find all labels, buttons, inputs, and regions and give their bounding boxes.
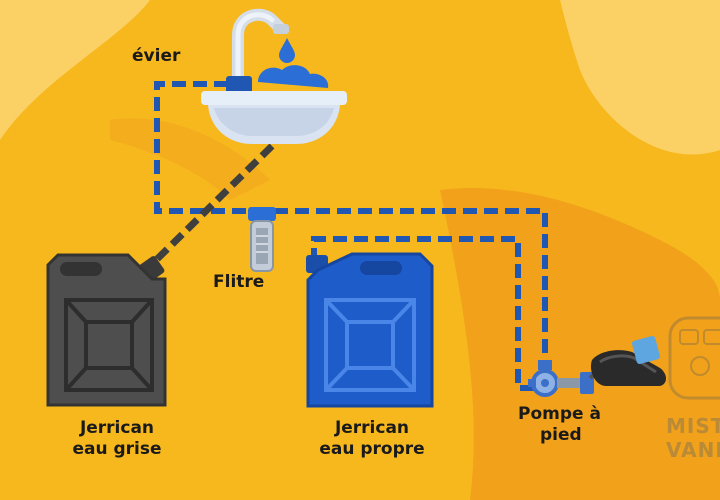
sink-to-pump-pipe (154, 81, 548, 362)
clean-water-pipes (154, 81, 548, 391)
clean-jerrican-label-line1: Jerrican (334, 418, 410, 438)
pump-label: Pompe à pied (518, 404, 601, 446)
grey-jerrican-icon (46, 253, 167, 407)
grey-jerrican-label-line2: eau grise (72, 439, 162, 459)
filter-label: Flitre (213, 272, 265, 292)
pump-label-line1: Pompe à (518, 404, 601, 424)
grey-water-pipe (143, 143, 275, 273)
sink-icon (201, 65, 347, 144)
grey-jerrican-label: Jerrican eau grise (50, 418, 184, 460)
filter-icon (248, 207, 276, 272)
van-logo-icon (668, 316, 720, 400)
grey-jerrican-label-line1: Jerrican (79, 418, 155, 438)
clean-jerrican-label: Jerrican eau propre (302, 418, 442, 460)
watermark: MIST VANL (666, 414, 720, 462)
watermark-line2: VANL (666, 438, 720, 462)
pump-label-line2: pied (540, 425, 582, 445)
clean-jerrican-label-line2: eau propre (319, 439, 425, 459)
shoe-icon (590, 335, 666, 386)
water-drop-icon (279, 38, 295, 63)
sink-label: évier (132, 46, 181, 66)
clean-jerrican-to-pump-pipe (311, 236, 536, 391)
watermark-line1: MIST (666, 414, 720, 438)
clean-jerrican-icon (306, 252, 434, 408)
